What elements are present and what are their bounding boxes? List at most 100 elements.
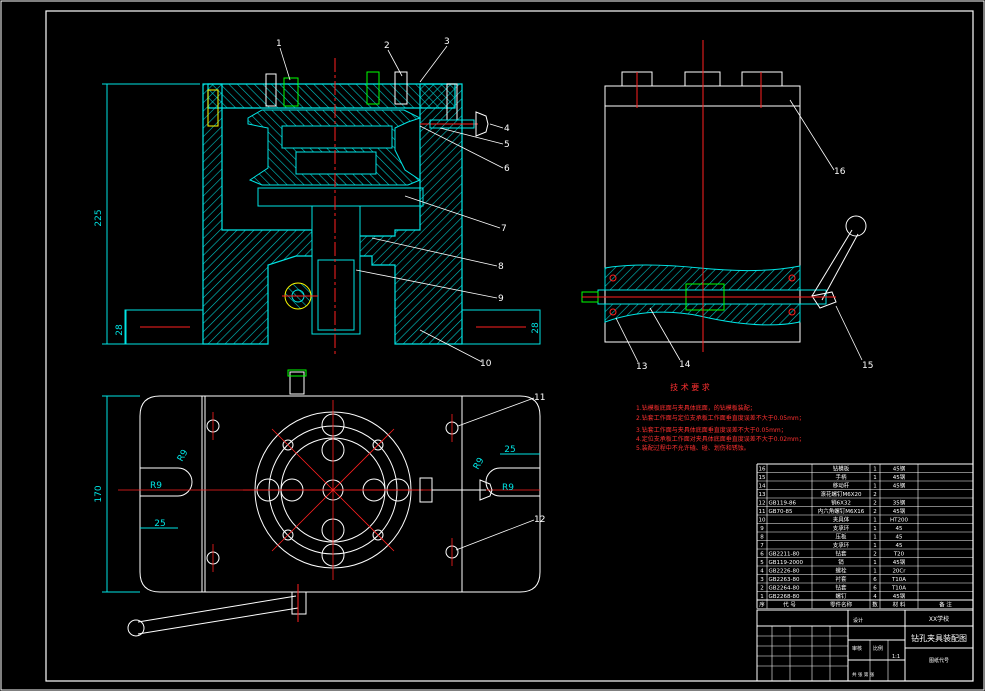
bom-cell-14-4: 45钢 xyxy=(893,482,906,490)
bom-cell-5-2: 销 xyxy=(838,558,844,566)
bom-cell-4-4: 20Cr xyxy=(892,569,906,575)
drawing-title: 钻孔夹具装配图 xyxy=(911,633,967,643)
bom-cell-5-3: 1 xyxy=(873,560,877,566)
bom-cell-12-1: GB119-86 xyxy=(769,501,797,507)
bom-cell-7-0: 7 xyxy=(760,543,764,549)
bom-cell-10-3: 1 xyxy=(873,518,877,524)
bom-header-1: 代 号 xyxy=(783,601,796,609)
bom-cell-3-1: GB2263-80 xyxy=(769,577,801,583)
bom-header-4: 材 料 xyxy=(893,601,906,609)
bom-cell-7-4: 45 xyxy=(896,543,903,549)
dim-plan-height: 170 xyxy=(94,485,104,502)
bom-cell-6-3: 2 xyxy=(873,552,877,558)
bom-cell-5-4: 45钢 xyxy=(893,558,906,566)
bom-cell-9-0: 9 xyxy=(760,526,764,532)
bom-cell-8-4: 45 xyxy=(896,535,903,541)
balloon-12: 12 xyxy=(534,515,545,525)
balloon-2: 2 xyxy=(384,41,390,51)
bom-cell-15-4: 45钢 xyxy=(893,473,906,481)
bom-cell-2-0: 2 xyxy=(760,586,764,592)
bom-cell-10-4: HT200 xyxy=(890,518,908,524)
bom-cell-7-2: 支承环 xyxy=(833,541,850,549)
bom-cell-9-2: 支承环 xyxy=(833,524,850,532)
label-scale: 比例 xyxy=(873,645,883,652)
dim-d-right: R9 xyxy=(502,483,514,493)
label-sheet: 共 张 第 张 xyxy=(852,671,875,678)
balloon-14: 14 xyxy=(679,360,691,370)
balloon-15: 15 xyxy=(862,361,873,371)
dim-base-right: 28 xyxy=(531,322,541,334)
bom-cell-1-0: 1 xyxy=(760,594,764,600)
bom-cell-2-4: T10A xyxy=(891,586,906,592)
bom-cell-1-3: 4 xyxy=(873,594,877,600)
bom-cell-4-3: 1 xyxy=(873,569,877,575)
bom-cell-2-2: 钻套 xyxy=(835,584,847,592)
bom-cell-13-3: 2 xyxy=(873,492,877,498)
bom-cell-12-0: 12 xyxy=(759,501,766,507)
inner-frame xyxy=(45,10,974,682)
technical-notes: 技 术 要 求 1.钻模板底面与夹具体底面，的钻模板装配； 2.钻套工作面与定位… xyxy=(636,382,805,452)
balloon-8: 8 xyxy=(498,262,504,272)
bom-cell-5-1: GB119-2000 xyxy=(769,560,804,566)
balloon-7: 7 xyxy=(501,224,507,234)
bom-cell-14-3: 1 xyxy=(873,484,877,490)
bom-cell-2-3: 6 xyxy=(873,586,877,592)
bom-cell-6-2: 钻套 xyxy=(835,550,847,558)
school-name: XX学校 xyxy=(929,615,949,623)
bom-cell-11-1: GB70-85 xyxy=(769,509,794,515)
bom-cell-4-2: 螺栓 xyxy=(835,567,847,575)
notes-line-5: 5.装配过程中不允许磕、碰、划伤和锈蚀。 xyxy=(636,444,750,452)
plan-view: 170 25 25 R9 R9 R9 R9 xyxy=(94,369,541,637)
bom-cell-6-0: 6 xyxy=(760,552,764,558)
bom-cell-3-3: 6 xyxy=(873,577,877,583)
scale-value: 1:1 xyxy=(892,654,900,660)
bom-cell-16-3: 1 xyxy=(873,467,877,473)
balloon-13: 13 xyxy=(636,362,647,372)
title-block: 设计 XX学校 钻孔夹具装配图 审核 比例 1:1 图纸代号 共 张 第 张 xyxy=(756,609,974,682)
bom-cell-4-0: 4 xyxy=(760,569,764,575)
dim-slot-left: 25 xyxy=(154,519,165,529)
bom-cell-11-4: 45钢 xyxy=(893,507,906,515)
side-view xyxy=(581,40,867,363)
bom-cell-1-2: 螺钉 xyxy=(835,592,847,600)
balloon-9: 9 xyxy=(498,294,504,304)
bom-cell-8-2: 压板 xyxy=(835,533,847,541)
bom-cell-16-0: 16 xyxy=(759,467,766,473)
bom-cell-12-3: 2 xyxy=(873,501,877,507)
notes-line-1: 1.钻模板底面与夹具体底面，的钻模板装配； xyxy=(636,404,756,412)
bom-cell-10-0: 10 xyxy=(759,518,766,524)
bom-header-5: 备 注 xyxy=(939,601,952,609)
bom-cell-12-2: 销6X32 xyxy=(831,499,851,507)
bom-header-2: 零件名称 xyxy=(830,601,853,609)
bom-cell-11-0: 11 xyxy=(759,509,766,515)
bom-cell-15-0: 15 xyxy=(759,475,766,481)
balloon-6: 6 xyxy=(504,164,510,174)
bom-cell-3-4: T10A xyxy=(891,577,906,583)
bom-cell-11-2: 内六角螺钉M6X16 xyxy=(818,507,865,515)
handle-knob xyxy=(845,215,867,237)
label-check: 审核 xyxy=(852,645,862,652)
drawing-code: 图纸代号 xyxy=(929,657,949,664)
balloon-3: 3 xyxy=(444,37,450,47)
bom-cell-15-2: 手柄 xyxy=(835,473,847,481)
balloon-16: 16 xyxy=(834,167,846,177)
notes-line-2: 2.钻套工作面与定位支承板工作面垂直度误差不大于0.05mm； xyxy=(636,414,805,422)
bom-cell-14-0: 14 xyxy=(759,484,766,490)
label-design: 设计 xyxy=(853,617,863,624)
bom-header-0: 序 xyxy=(759,601,765,609)
bom-cell-14-2: 移动杆 xyxy=(833,482,850,490)
bom-cell-9-4: 45 xyxy=(896,526,903,532)
bom-cell-6-1: GB2211-80 xyxy=(769,552,801,558)
dim-d-left: R9 xyxy=(150,481,162,491)
bom-cell-1-1: GB2268-80 xyxy=(769,594,801,600)
dim-base-left: 28 xyxy=(115,324,125,336)
bom-cell-3-2: 衬套 xyxy=(835,575,847,583)
balloon-11: 11 xyxy=(534,393,545,403)
bom-cell-5-0: 5 xyxy=(760,560,764,566)
front-section-view: 225 28 28 xyxy=(94,45,541,363)
bom-cell-6-4: T20 xyxy=(893,552,905,558)
balloon-5: 5 xyxy=(504,140,510,150)
notes-line-3: 3.钻套工作面与夹具体底面垂直度误差不大于0.05mm； xyxy=(636,426,787,434)
bom-cell-12-4: 35钢 xyxy=(893,499,906,507)
